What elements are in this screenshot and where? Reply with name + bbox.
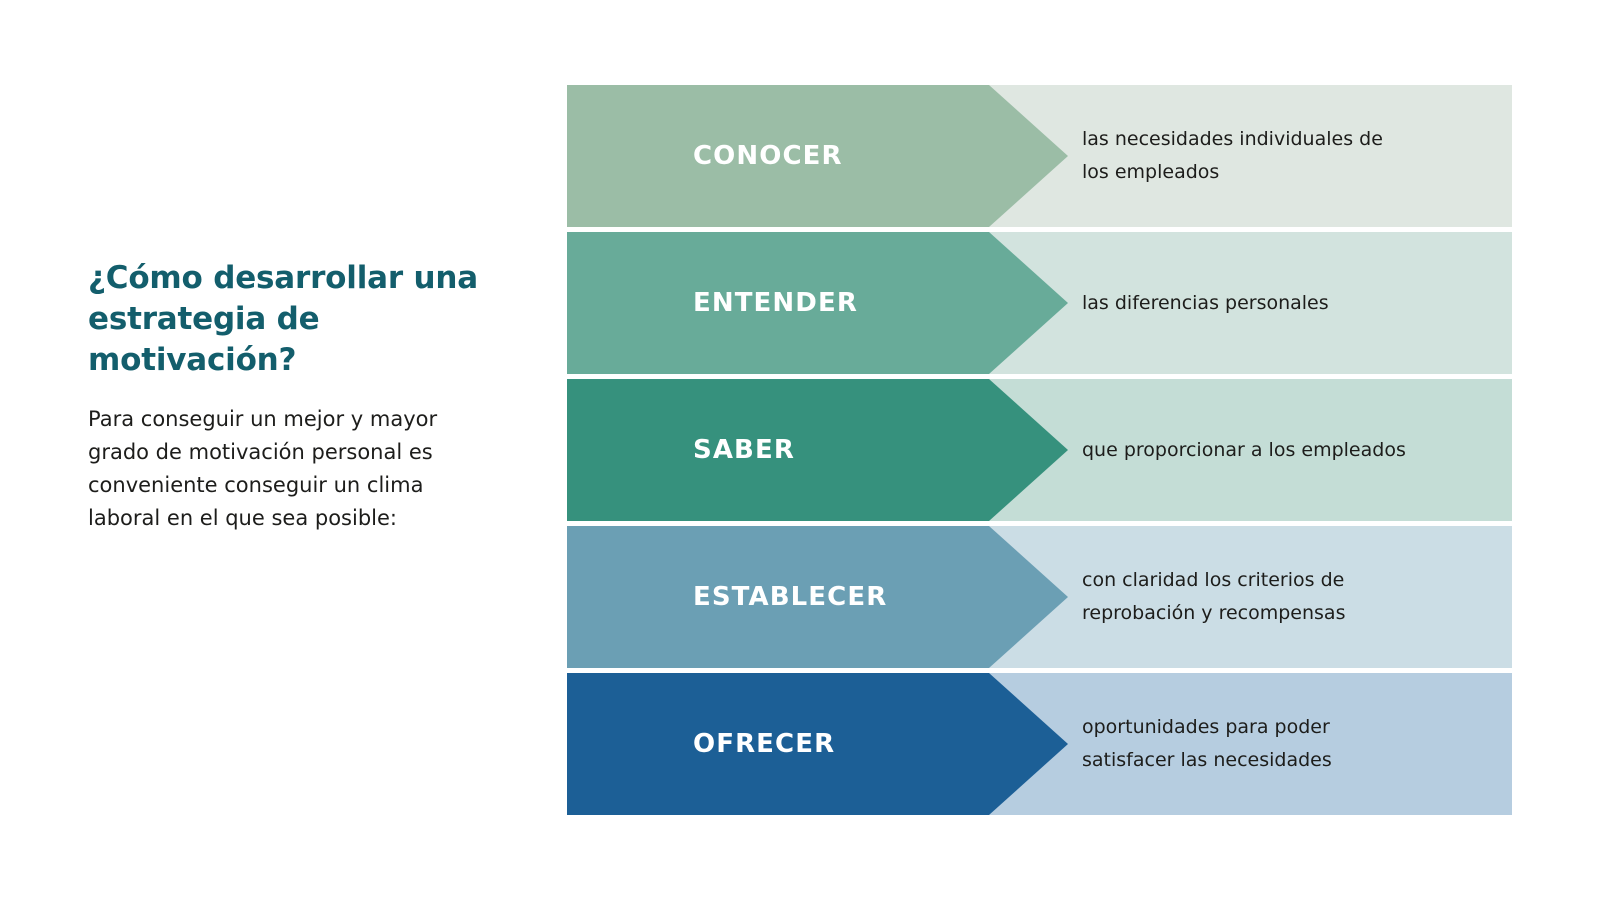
- page-title: ¿Cómo desarrollar una estrategia de moti…: [88, 260, 478, 378]
- row-description-line: con claridad los criterios de: [1082, 569, 1345, 592]
- row-arrow-shape: OFRECER: [567, 673, 1068, 815]
- row-description-line: oportunidades para poder: [1082, 716, 1330, 739]
- row-label: ENTENDER: [693, 288, 858, 318]
- process-row: CONOCER las necesidades individuales de …: [567, 85, 1512, 227]
- row-description: oportunidades para poder satisfacer las …: [1082, 673, 1502, 815]
- process-diagram: CONOCER las necesidades individuales de …: [567, 85, 1512, 817]
- row-label: CONOCER: [693, 141, 843, 171]
- row-description: con claridad los criterios de reprobació…: [1082, 526, 1502, 668]
- process-row: ENTENDER las diferencias personales: [567, 232, 1512, 374]
- intro-paragraph: Para conseguir un mejor y mayor grado de…: [88, 406, 438, 531]
- row-description: las diferencias personales: [1082, 232, 1502, 374]
- row-arrow-shape: SABER: [567, 379, 1068, 521]
- row-description-line: reprobación y recompensas: [1082, 602, 1346, 624]
- intro-text-block: ¿Cómo desarrollar una estrategia de moti…: [88, 258, 480, 535]
- row-description-line: las diferencias personales: [1082, 291, 1329, 314]
- row-description: que proporcionar a los empleados: [1082, 379, 1502, 521]
- row-description: las necesidades individuales de los empl…: [1082, 85, 1502, 227]
- row-label: SABER: [693, 435, 795, 465]
- process-row: ESTABLECER con claridad los criterios de…: [567, 526, 1512, 668]
- process-row: OFRECER oportunidades para poder satisfa…: [567, 673, 1512, 815]
- row-label: ESTABLECER: [693, 582, 888, 612]
- row-label: OFRECER: [693, 729, 836, 759]
- row-arrow-shape: ESTABLECER: [567, 526, 1068, 668]
- row-description-line: que proporcionar a los empleados: [1082, 438, 1406, 461]
- row-arrow-shape: CONOCER: [567, 85, 1068, 227]
- row-description-line: satisfacer las necesidades: [1082, 749, 1332, 771]
- row-arrow-shape: ENTENDER: [567, 232, 1068, 374]
- row-description-line: las necesidades individuales de: [1082, 128, 1383, 151]
- process-row: SABER que proporcionar a los empleados: [567, 379, 1512, 521]
- row-description-line: los empleados: [1082, 161, 1220, 183]
